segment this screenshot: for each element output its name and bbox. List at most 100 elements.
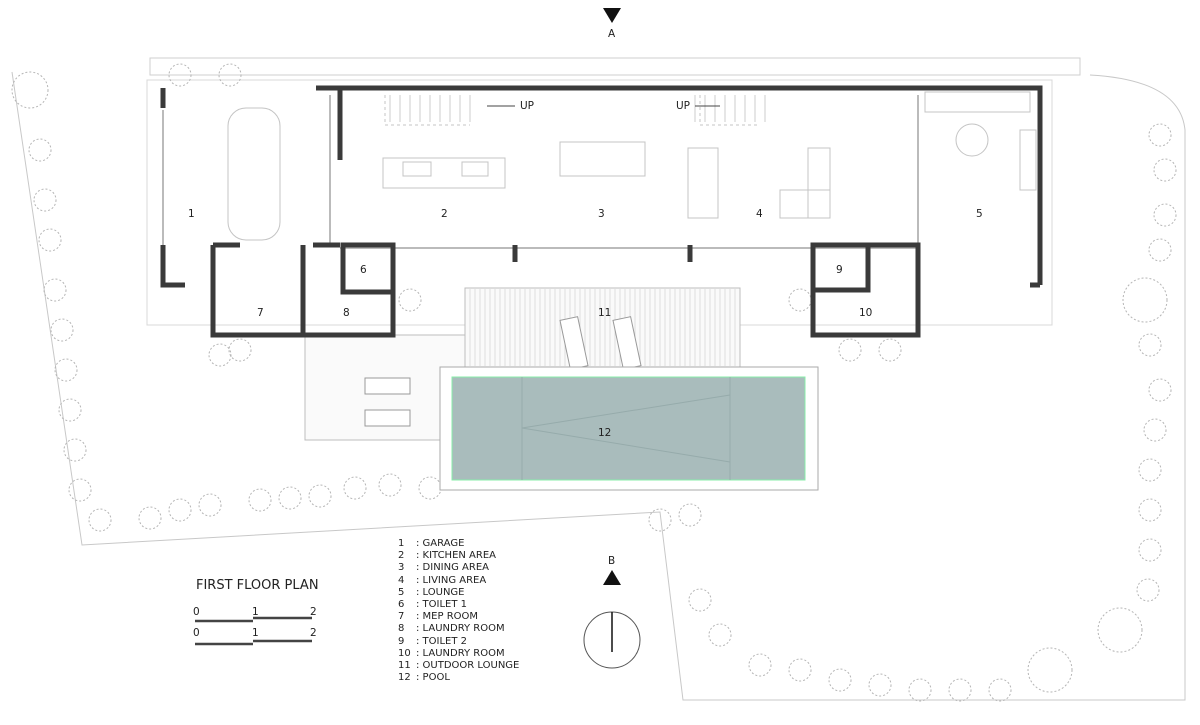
tree-icon [138,506,162,530]
legend-item: 4 : LIVING AREA [398,575,519,587]
tree-icon [228,338,252,362]
tree-icon [11,71,49,109]
stair-up-label: UP [520,100,534,112]
tree-icon [54,358,78,382]
tree-icon [38,228,62,252]
legend-room-name: : DINING AREA [416,562,489,574]
tree-icon [1138,538,1162,562]
tree-icon [308,484,332,508]
tree-icon [1138,333,1162,357]
tree-icon [648,508,672,532]
tree-icon [678,503,702,527]
tree-icon [1138,498,1162,522]
tree-icon [50,318,74,342]
tree-icon [33,188,57,212]
tree-icon [88,508,112,532]
tree-icon [948,678,972,702]
tree-icon [1027,647,1073,693]
legend-item: 3 : DINING AREA [398,562,519,574]
legend-item: 12 : POOL [398,672,519,684]
tree-icon [168,63,192,87]
tree-icon [1148,238,1172,262]
tree-icon [168,498,192,522]
legend-room-name: : LAUNDRY ROOM [416,647,505,659]
legend-number: 6 [398,599,405,611]
legend-item: 6: TOILET 1 [398,599,519,611]
glazing [162,95,920,249]
tree-icon [788,658,812,682]
tree-icon [908,678,932,702]
legend-number: 4 [398,574,405,586]
legend-item: 10 : LAUNDRY ROOM [398,648,519,660]
room-label: 7 [257,307,264,319]
tree-icon [418,476,442,500]
site-boundary [11,71,1186,701]
svg-text:1: 1 [252,627,259,639]
tree-icon [68,478,92,502]
room-label: 8 [343,307,350,319]
legend-item: 8: LAUNDRY ROOM [398,623,519,635]
svg-text:1: 1 [252,606,259,618]
legend-number: 12 [398,672,411,684]
tree-icon [988,678,1012,702]
tree-icon [398,288,422,312]
legend-room-name: : KITCHEN AREA [416,550,497,562]
legend-room-name: : GARAGE [416,538,465,549]
legend-room-name: : OUTDOOR LOUNGE [416,660,520,672]
legend-room-name: : POOL [416,672,450,684]
legend-room-name: : LIVING AREA [416,574,487,586]
section-a-marker-icon [603,8,621,23]
tree-icon [828,668,852,692]
furniture [227,91,1037,241]
tree-icon [248,488,272,512]
tree-icon [868,673,892,697]
legend-item: 9: TOILET 2 [398,636,519,648]
legend-item: 2 : KITCHEN AREA [398,550,519,562]
legend-room-name: : LOUNGE [416,586,465,598]
room-label: 5 [976,208,983,220]
tree-icon [878,338,902,362]
tree-icon [1143,418,1167,442]
svg-text:2: 2 [310,606,317,618]
room-label: 3 [598,208,605,220]
legend-number: 9 [398,635,405,647]
legend-room-name: : MEP ROOM [416,611,479,623]
tree-icon [748,653,772,677]
tree-icon [1138,458,1162,482]
legend-number: 5 [398,586,405,598]
section-b-marker-icon [603,570,621,585]
room-labels: 1 2 3 4 5 6 7 8 9 10 11 12 [188,208,983,439]
legend-number: 3 [398,562,405,574]
walls [160,85,1043,338]
section-b-label: B [608,555,615,567]
legend-number: 7 [398,611,405,623]
north-arrow-icon [583,611,641,669]
tree-icon [43,278,67,302]
legend-number: 1 [398,538,405,549]
pool-water [451,376,806,481]
tree-icon [343,476,367,500]
tree-icon [58,398,82,422]
room-label: 2 [441,208,448,220]
svg-text:0: 0 [193,627,200,639]
legend-number: 11 [398,660,411,672]
tree-icon [1153,158,1177,182]
room-label: 9 [836,264,843,276]
tree-icon [378,473,402,497]
room-label: 12 [598,427,611,439]
tree-icon [28,138,52,162]
legend-number: 10 [398,647,411,659]
tree-icon [218,63,242,87]
tree-icon [708,623,732,647]
top-planter-strip [149,57,1081,76]
tree-icon [1148,123,1172,147]
stairs [389,95,766,122]
svg-text:2: 2 [310,627,317,639]
trees [11,63,1177,702]
tree-icon [788,288,812,312]
legend-number: 2 [398,550,405,562]
tree-icon [1122,277,1168,323]
tree-icon [1097,607,1143,653]
section-a-label: A [608,28,616,40]
room-label: 11 [598,307,611,319]
